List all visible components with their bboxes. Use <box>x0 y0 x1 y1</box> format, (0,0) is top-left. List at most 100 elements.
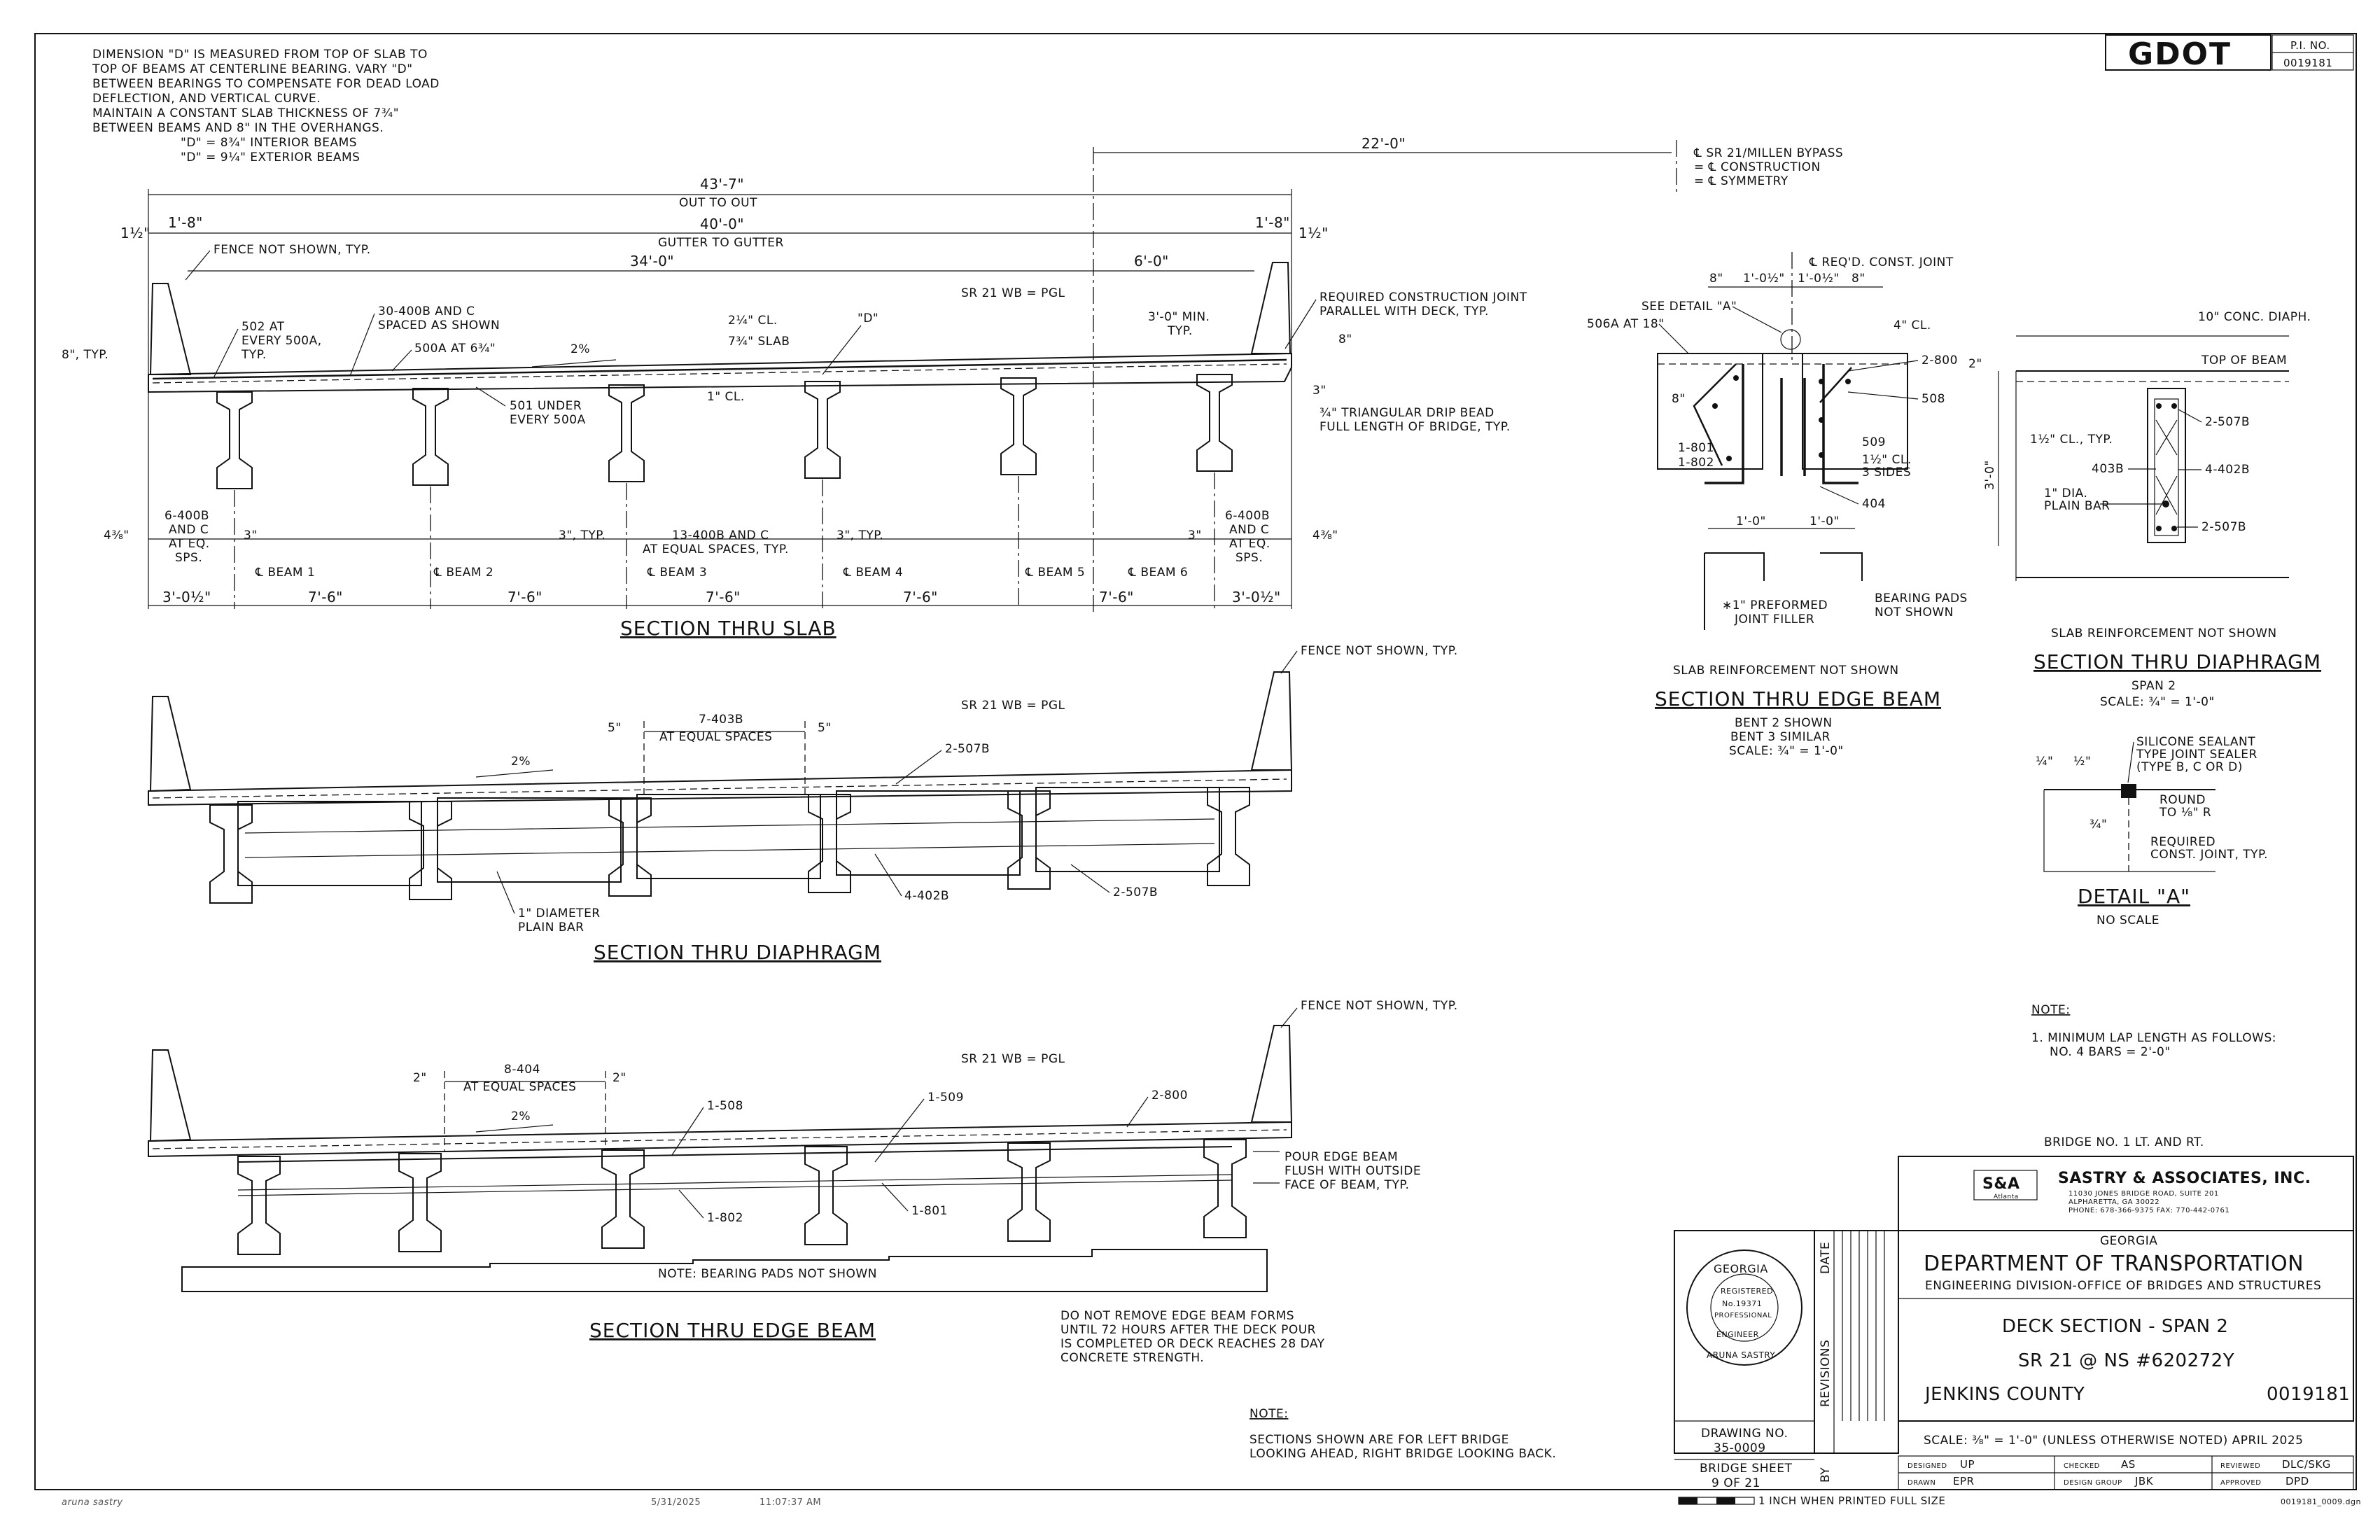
label-plain-bar: PLAIN BAR <box>518 920 584 934</box>
label-pgl: SR 21 WB = PGL <box>961 1052 1065 1066</box>
label-cl112: 3 SIDES <box>1862 465 1911 479</box>
footer-time: 11:07:37 AM <box>760 1497 821 1508</box>
label-501: EVERY 500A <box>510 413 586 427</box>
label-801: 1-801 <box>1678 441 1714 455</box>
label-6400-left: AT EQ. <box>169 537 210 551</box>
centerline-line: = ℄ CONSTRUCTION <box>1694 160 1821 174</box>
edge-beam-detail: ℄ REQ'D. CONST. JOINT 8" 1'-0½" 1'-0½" 8… <box>1587 252 1968 758</box>
note-line: DEFLECTION, AND VERTICAL CURVE. <box>92 92 321 106</box>
section-thru-slab: 43'-7" OUT TO OUT 1½" 1½" 1'-8" 1'-8" 40… <box>62 135 1672 640</box>
bottom-dim: 7'-6" <box>706 589 741 606</box>
dept: DEPARTMENT OF TRANSPORTATION <box>1924 1252 2304 1276</box>
label-506a: 506A AT 18" <box>1587 317 1665 331</box>
sheet-border <box>34 33 2357 1490</box>
sealant <box>2121 784 2136 798</box>
date-col: DATE <box>1819 1242 1833 1274</box>
label-q: ¼" <box>2036 755 2053 769</box>
firm-addr: ALPHARETTA, GA 30022 <box>2068 1198 2160 1206</box>
bottom-dim: 7'-6" <box>507 589 542 606</box>
detail-a: SILICONE SEALANT TYPE JOINT SEALER (TYPE… <box>2036 735 2268 927</box>
label-8typ: 8", TYP. <box>62 348 108 362</box>
label-5in: 5" <box>818 721 832 735</box>
label-3typ: 3", TYP. <box>559 528 606 542</box>
dim-gutter-label: GUTTER TO GUTTER <box>658 236 784 250</box>
dim-top: 8" <box>1851 272 1865 286</box>
revisions-col: REVISIONS <box>1819 1340 1833 1407</box>
reinf-note: SLAB REINFORCEMENT NOT SHOWN <box>2051 626 2277 640</box>
label-filler: ∗1" PREFORMED <box>1722 598 1828 612</box>
title-section-thru-slab: SECTION THRU SLAB <box>620 617 836 640</box>
edge-detail-sub: BENT 3 SIMILAR <box>1730 730 1830 744</box>
label-filler: JOINT FILLER <box>1734 612 1814 626</box>
section-thru-edge-beam: SR 21 WB = PGL FENCE NOT SHOWN, TYP. 8-4… <box>148 999 1457 1365</box>
label-height: 3'-0" <box>1983 460 1997 490</box>
centerline-callout: ℄ SR 21/MILLEN BYPASS = ℄ CONSTRUCTION =… <box>1676 140 1843 196</box>
label-equal: AT EQUAL SPACES <box>463 1080 576 1094</box>
reinf-note: SLAB REINFORCEMENT NOT SHOWN <box>1673 664 1899 678</box>
form-note-line: DO NOT REMOVE EDGE BEAM FORMS <box>1060 1309 1294 1323</box>
parapet-left <box>149 283 192 375</box>
diaphragm-panel <box>636 794 821 879</box>
label-plain: PLAIN BAR <box>2044 499 2110 513</box>
general-notes: DIMENSION "D" IS MEASURED FROM TOP OF SL… <box>92 48 439 164</box>
label-438: 4⅜" <box>104 528 130 542</box>
label-2507b-top: 2-507B <box>2205 415 2250 429</box>
beam-label: ℄ BEAM 3 <box>647 566 707 580</box>
dim-top: 1'-0½" <box>1743 272 1785 286</box>
form-note-line: UNTIL 72 HOURS AFTER THE DECK POUR <box>1060 1323 1316 1337</box>
dim-top: 8" <box>1709 272 1723 286</box>
label-plain: 1" DIA. <box>2044 486 2087 500</box>
bridge-sheet-label: BRIDGE SHEET <box>1700 1462 1792 1476</box>
beams-slab <box>216 374 1233 489</box>
beam-label: ℄ BEAM 1 <box>255 566 315 580</box>
centerline-line: = ℄ SYMMETRY <box>1694 174 1788 188</box>
label-502a: TYP. <box>241 348 267 362</box>
label-h: ½" <box>2073 755 2091 769</box>
label-6400-right: SPS. <box>1236 551 1263 565</box>
label-502a: EVERY 500A, <box>241 334 322 348</box>
label-438: 4⅜" <box>1312 528 1338 542</box>
label-502a: 502 AT <box>241 320 285 334</box>
label-2in: 2" <box>1968 357 1982 371</box>
note-line: TOP OF BEAMS AT CENTERLINE BEARING. VARY… <box>92 62 413 76</box>
label-sealant: (TYPE B, C OR D) <box>2136 760 2243 774</box>
bottom-dim: 7'-6" <box>308 589 343 606</box>
label-1508: 1-508 <box>707 1099 743 1113</box>
label-drip: FULL LENGTH OF BRIDGE, TYP. <box>1320 420 1511 434</box>
label-404: 404 <box>1862 497 1886 511</box>
label-pour: FACE OF BEAM, TYP. <box>1284 1178 1409 1192</box>
label-typ: TYP. <box>1167 324 1193 338</box>
label-2pct: 2% <box>570 342 590 356</box>
label-cl112: 1½" CL., TYP. <box>2030 433 2113 447</box>
checked-label: CHECKED <box>2064 1462 2100 1470</box>
county: JENKINS COUNTY <box>1924 1384 2085 1405</box>
dim-edge-left: 1½" <box>120 225 150 241</box>
firm-city: Atlanta <box>1994 1194 2019 1200</box>
bottom-dim: 3'-0½" <box>162 589 211 606</box>
label-4402b: 4-402B <box>2205 463 2250 477</box>
label-pgl: SR 21 WB = PGL <box>961 286 1065 300</box>
parapet-right <box>1250 262 1292 354</box>
beam-label: ℄ BEAM 6 <box>1128 566 1188 580</box>
label-conc: 10" CONC. DIAPH. <box>2198 310 2311 324</box>
label-8404: 8-404 <box>504 1063 540 1077</box>
checked: AS <box>2121 1458 2136 1471</box>
label-pads: BEARING PADS <box>1875 592 1968 606</box>
title-diaph-detail: SECTION THRU DIAPHRAGM <box>2033 650 2321 673</box>
diaphragm-detail: 10" CONC. DIAPH. 2" TOP OF BEAM 2-507B 1… <box>1968 310 2321 709</box>
pi-number: 0019181 <box>2267 1384 2350 1405</box>
label-5in: 5" <box>608 721 622 735</box>
label-30400b: 30-400B AND C <box>378 304 475 318</box>
seal-text: No.19371 <box>1722 1299 1762 1308</box>
label-top: TOP OF BEAM <box>2201 354 2287 368</box>
edge-detail-sub: SCALE: ¾" = 1'-0" <box>1729 744 1844 758</box>
firm-addr: 11030 JONES BRIDGE ROAD, SUITE 201 <box>2068 1190 2219 1198</box>
form-note-line: CONCRETE STRENGTH. <box>1060 1351 1204 1365</box>
label-6400-left: SPS. <box>175 551 202 565</box>
label-403b: 403B <box>2092 462 2124 476</box>
dim-parapet-right: 1'-8" <box>1255 214 1290 231</box>
label-13400: AT EQUAL SPACES, TYP. <box>643 542 789 556</box>
label-8in: 8" <box>1338 332 1352 346</box>
designed-label: DESIGNED <box>1907 1462 1947 1470</box>
dim-10b: 1'-0" <box>1809 514 1840 528</box>
